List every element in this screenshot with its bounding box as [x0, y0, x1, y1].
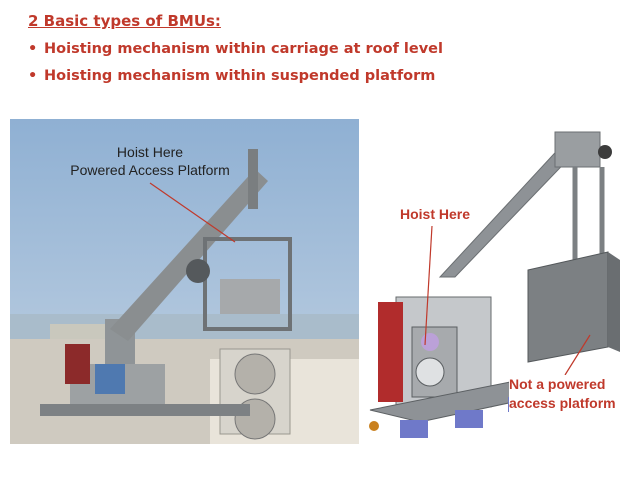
render-label-not-line1: Not a powered [509, 376, 606, 392]
bullet-icon: • [28, 41, 38, 57]
photo-caption-line2: Powered Access Platform [70, 162, 230, 178]
bmu-photo [10, 119, 359, 444]
photo-caption: Hoist Here Powered Access Platform [40, 143, 260, 179]
bullet-list: • Hoisting mechanism within carriage at r… [28, 39, 443, 93]
render-label-not-line2: access platform [509, 395, 616, 411]
bullet-text: Hoisting mechanism within carriage at ro… [44, 41, 443, 57]
bullet-text: Hoisting mechanism within suspended plat… [44, 68, 436, 84]
render-label-hoist: Hoist Here [399, 206, 472, 222]
render-label-not-powered: Not a powered access platform [509, 375, 616, 413]
photo-caption-line1: Hoist Here [116, 144, 184, 160]
slide-heading: 2 Basic types of BMUs: [28, 12, 221, 30]
bullet-item-platform: • Hoisting mechanism within suspended pla… [28, 66, 443, 93]
bullet-item-carriage: • Hoisting mechanism within carriage at r… [28, 39, 443, 66]
bullet-icon: • [28, 68, 38, 84]
